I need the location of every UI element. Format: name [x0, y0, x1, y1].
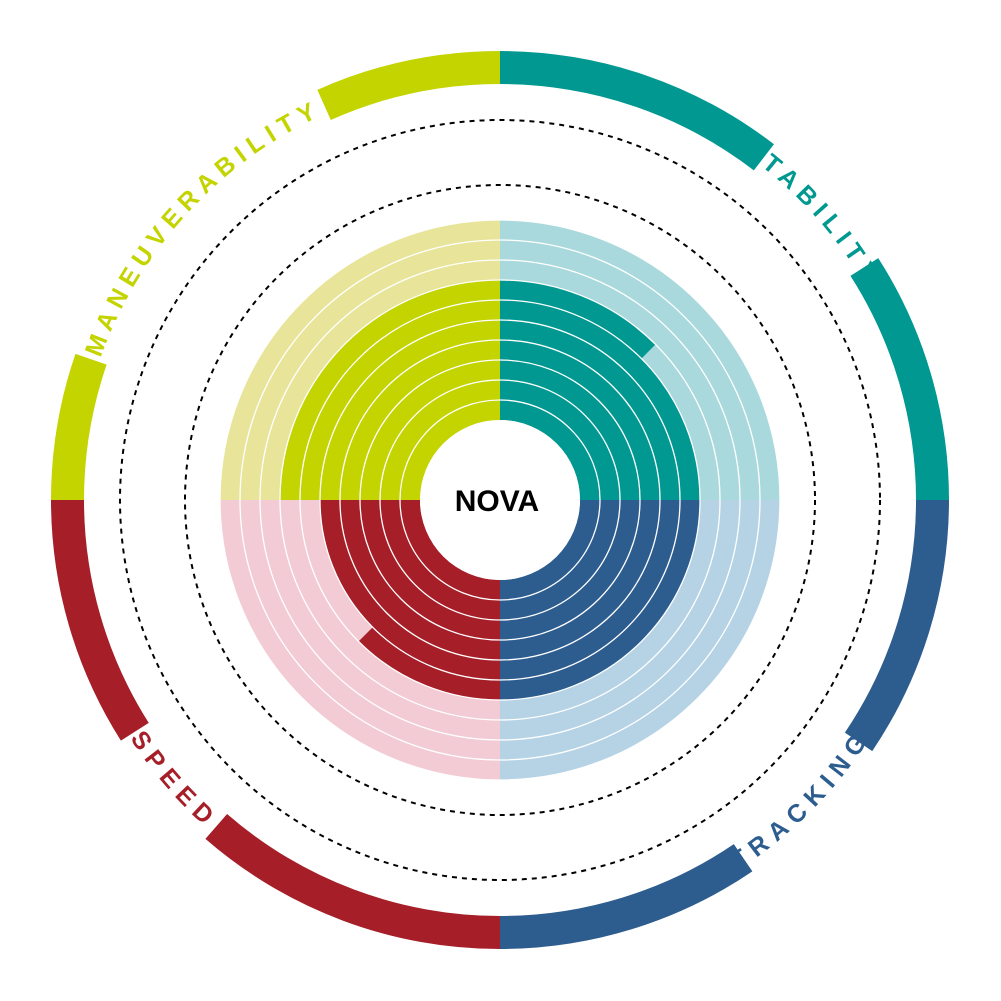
value-ring-tracking	[500, 500, 620, 620]
value-ring-stability	[500, 400, 600, 500]
ring-separator	[399, 399, 601, 601]
value-ring-maneuverability	[300, 300, 500, 500]
ring-background	[260, 260, 500, 500]
value-ring-maneuverability	[340, 340, 500, 500]
ring-background	[240, 240, 500, 500]
partial-ring-stability	[500, 280, 656, 359]
ring-background	[280, 500, 500, 720]
value-ring-tracking	[500, 500, 640, 640]
ring-background	[500, 500, 780, 780]
category-label-stability: STABILITY	[739, 134, 887, 292]
ring-background	[500, 500, 720, 720]
outer-arc-tracking	[844, 500, 949, 752]
ring-separator	[279, 279, 721, 721]
ring-separator	[319, 319, 681, 681]
value-ring-speed	[360, 500, 500, 640]
ring-background	[500, 260, 740, 500]
value-ring-speed	[340, 500, 500, 660]
dashed-circle-outer	[119, 119, 881, 881]
value-ring-maneuverability	[280, 280, 500, 500]
outer-arc-stability	[850, 258, 949, 500]
category-label-speed: SPEED	[125, 726, 224, 835]
ring-background	[500, 500, 760, 760]
ring-separator	[379, 379, 621, 621]
outer-arc-maneuverability	[317, 51, 500, 120]
value-ring-maneuverability	[380, 380, 500, 500]
outer-arc-stability	[500, 51, 774, 171]
category-label-text: SPEED	[125, 726, 217, 835]
dashed-circle-inner	[184, 184, 816, 816]
value-ring-maneuverability	[320, 320, 500, 500]
ring-background	[500, 220, 780, 500]
value-ring-speed	[320, 500, 500, 680]
ring-separator	[239, 239, 761, 761]
value-ring-speed	[380, 500, 500, 620]
value-ring-speed	[400, 500, 500, 600]
value-ring-tracking	[500, 500, 600, 600]
ring-background	[500, 500, 740, 740]
ring-separator	[339, 339, 661, 661]
value-ring-stability	[500, 380, 620, 500]
ring-separator	[219, 219, 781, 781]
ring-background	[500, 240, 760, 500]
outer-arc-maneuverability	[51, 353, 107, 500]
value-ring-stability	[500, 360, 640, 500]
value-ring-maneuverability	[360, 360, 500, 500]
outer-arc-speed	[205, 813, 500, 949]
category-label-tracking: TRACKING	[725, 724, 876, 876]
value-ring-tracking	[500, 500, 660, 660]
ring-separator	[299, 299, 701, 701]
value-ring-tracking	[500, 500, 700, 700]
chart-title: NOVA	[455, 485, 539, 518]
ring-background	[260, 500, 500, 740]
value-ring-stability	[500, 340, 660, 500]
ring-background	[220, 220, 500, 500]
ring-background	[240, 500, 500, 760]
ring-separator	[359, 359, 641, 641]
category-label-text: TRACKING	[725, 724, 869, 876]
value-ring-stability	[500, 300, 700, 500]
ring-separator	[259, 259, 741, 741]
ring-background	[220, 500, 500, 780]
value-ring-stability	[500, 320, 680, 500]
center-hole	[420, 420, 580, 580]
outer-arc-tracking	[500, 844, 753, 949]
value-ring-tracking	[500, 500, 680, 680]
value-ring-maneuverability	[400, 400, 500, 500]
category-label-text: STABILITY	[739, 134, 880, 292]
outer-arc-speed	[51, 500, 149, 741]
